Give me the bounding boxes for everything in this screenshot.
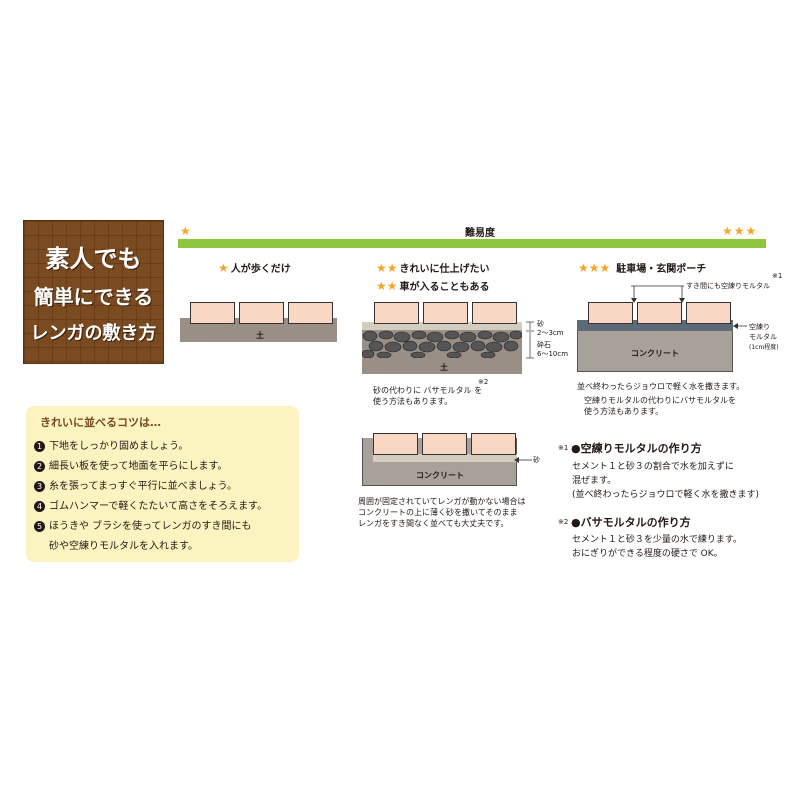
sand-label: 砂 <box>537 320 544 328</box>
brick <box>637 302 682 324</box>
tip-number: 3 <box>34 481 45 492</box>
dry-mortar-line1: セメント１と砂３の割合で水を加えずに <box>572 462 734 472</box>
concrete-label: コンクリート <box>416 471 464 480</box>
dry-mortar-title: ●空練りモルタルの作り方 <box>571 442 702 455</box>
dry-mortar-line3: (並べ終わったらジョウロで軽く水を撒きます) <box>572 490 760 500</box>
star-icon: ★★★ <box>578 261 611 275</box>
tip-number: 4 <box>34 501 45 512</box>
tip-text: 細長い板を使って地面を平らにします。 <box>49 461 228 472</box>
section2-caption2-line2: コンクリートの上に薄く砂を撒いてそのまま <box>358 508 518 517</box>
tip-item: 2 細長い板を使って地面を平らにします。 <box>34 457 228 472</box>
tip-item-5-cont: 砂や空練りモルタルを入れます。 <box>49 541 198 552</box>
note-mark-1: ※1 <box>772 272 783 280</box>
tip-number: 5 <box>34 521 45 532</box>
section2-caption-line2: 使う方法もあります。 <box>373 397 453 406</box>
section3-heading-text: 駐車場・玄関ポーチ <box>616 264 707 275</box>
gravel-layer <box>362 330 522 358</box>
difficulty-label: 難易度 <box>465 228 495 239</box>
section2-caption-line1: 砂の代わりに バサモルタル を <box>373 386 483 395</box>
section2-heading1-text: きれいに仕上げたい <box>399 264 490 275</box>
sand-label-2: 砂 <box>533 456 540 464</box>
star-icon-low: ★ <box>180 224 191 238</box>
note-mark-1b: ※1 <box>558 444 569 452</box>
title-line-3: レンガの敷き方 <box>30 323 157 344</box>
section3-caption-line2: 空練りモルタルの代わりにバサモルタルを <box>584 396 736 405</box>
brick <box>686 302 731 324</box>
title-line-1: 素人でも <box>45 245 142 273</box>
section1-heading: ★人が歩くだけ <box>218 260 291 275</box>
dry-mortar-line2: 混ぜます。 <box>572 476 617 486</box>
section1-heading-text: 人が歩くだけ <box>230 264 291 275</box>
gap-bracket <box>631 285 685 303</box>
brick <box>373 433 418 455</box>
brick <box>588 302 633 324</box>
gravel-label: 砕石 <box>537 341 551 349</box>
tip-item: 4 ゴムハンマーで軽くたたいて高さをそろえます。 <box>34 497 267 512</box>
brick <box>190 302 235 324</box>
section2-caption2-line1: 周囲が固定されていてレンガが動かない場合は <box>358 497 526 506</box>
section2-heading-2: ★★車が入ることもある <box>376 278 490 293</box>
section3-caption-line1: 並べ終わったらジョウロで軽く水を撒きます。 <box>577 382 745 391</box>
star-icon: ★ <box>218 261 229 275</box>
tip-item: 5 ほうきや ブラシを使ってレンガのすき間にも <box>34 517 251 532</box>
tips-box: きれいに並べるコツは… 1 下地をしっかり固めましょう。 2 細長い板を使って地面を… <box>26 406 299 562</box>
tip-text: ゴムハンマーで軽くたたいて高さをそろえます。 <box>49 501 268 512</box>
concrete-label: コンクリート <box>631 349 679 358</box>
brick <box>288 302 333 324</box>
sand-depth: 2〜3cm <box>537 329 564 337</box>
arrow-icon <box>733 323 747 329</box>
difficulty-bar <box>178 239 766 248</box>
brick <box>374 302 419 324</box>
tips-title: きれいに並べるコツは… <box>40 416 161 429</box>
tip-item: 3 糸を張ってまっすぐ平行に並べましょう。 <box>34 477 237 492</box>
brick <box>423 302 468 324</box>
section2-heading-1: ★★きれいに仕上げたい <box>376 260 490 275</box>
tip-number: 2 <box>34 461 45 472</box>
star-icon: ★★ <box>376 279 398 293</box>
brick <box>472 302 517 324</box>
section2-caption2-line3: レンガをすき間なく並べても大丈夫です。 <box>358 519 509 528</box>
arrow-icon <box>514 457 532 463</box>
mortar-label-2: モルタル <box>749 333 777 341</box>
tip-text: ほうきや ブラシを使ってレンガのすき間にも <box>49 521 252 532</box>
tip-item: 1 下地をしっかり固めましょう。 <box>34 437 188 452</box>
concrete-layer <box>577 330 733 372</box>
star-icon: ★★ <box>376 261 398 275</box>
brick <box>422 433 467 455</box>
star-icon-high: ★★★ <box>722 224 758 238</box>
note-mark-2: ※2 <box>478 378 489 386</box>
brick <box>471 433 516 455</box>
tip-text: 糸を張ってまっすぐ平行に並べましょう。 <box>49 481 237 492</box>
tip-text: 下地をしっかり固めましょう。 <box>49 441 189 452</box>
mortar-label-1: 空練り <box>749 323 770 331</box>
gap-label: すき間にも空練りモルタル <box>686 282 770 290</box>
soil-label: 土 <box>440 363 448 372</box>
dimension-lines <box>526 321 534 359</box>
section2-heading2-text: 車が入ることもある <box>399 282 490 293</box>
title-panel: 素人でも 簡単にできる レンガの敷き方 <box>23 220 164 364</box>
title-line-2: 簡単にできる <box>33 285 154 309</box>
basa-mortar-line1: セメント１と砂３を少量の水で練ります。 <box>572 535 742 545</box>
basa-mortar-title: ●バサモルタルの作り方 <box>571 516 691 529</box>
note-mark-2b: ※2 <box>558 518 569 526</box>
section3-heading: ★★★ 駐車場・玄関ポーチ <box>578 260 706 275</box>
sand-layer <box>362 322 522 330</box>
basa-mortar-line2: おにぎりができる程度の硬さで OK。 <box>572 549 723 559</box>
soil-label: 土 <box>256 331 264 340</box>
mortar-layer <box>577 320 733 331</box>
brick <box>239 302 284 324</box>
mortar-label-3: (1cm程度) <box>749 344 779 351</box>
tip-number: 1 <box>34 441 45 452</box>
sand-layer <box>373 454 517 462</box>
gravel-depth: 6〜10cm <box>537 350 569 358</box>
section3-caption-line3: 使う方法もあります。 <box>584 407 664 416</box>
